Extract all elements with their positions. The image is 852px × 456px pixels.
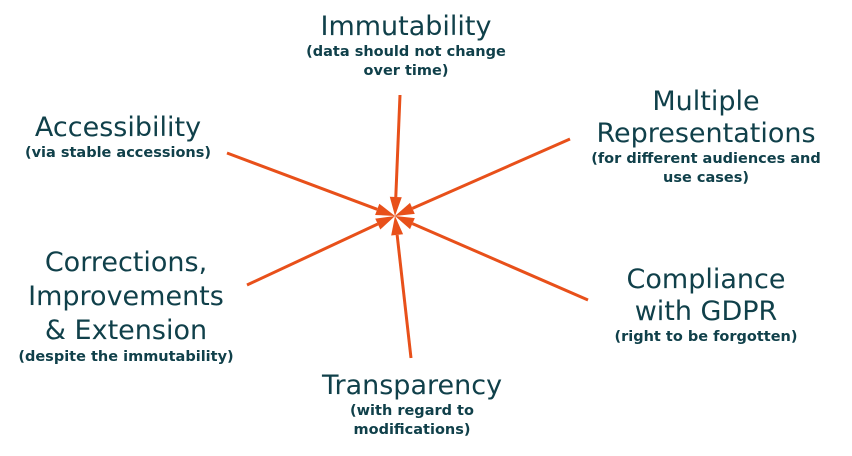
multiple-representations-subtitle: (for different audiences and use cases) bbox=[591, 151, 821, 186]
compliance-subtitle: (right to be forgotten) bbox=[614, 329, 798, 345]
node-corrections: Corrections, Improvements & Extension (d… bbox=[0, 246, 252, 367]
accessibility-title: Accessibility bbox=[34, 112, 202, 143]
compliance-title: Compliance with GDPR bbox=[626, 264, 786, 327]
node-immutability: Immutability (data should not change ove… bbox=[256, 11, 556, 81]
arrow-from-immutability-head bbox=[389, 196, 402, 216]
arrow-from-corrections bbox=[246, 222, 379, 287]
immutability-subtitle: (data should not change over time) bbox=[306, 44, 506, 79]
transparency-title: Transparency bbox=[321, 370, 503, 401]
arrow-from-transparency bbox=[395, 234, 413, 359]
node-multiple-representations: Multiple Representations (for different … bbox=[560, 86, 852, 188]
arrow-from-accessibility-head bbox=[375, 203, 395, 216]
transparency-subtitle: (with regard to modifications) bbox=[350, 403, 474, 438]
node-transparency: Transparency (with regard to modificatio… bbox=[262, 370, 562, 440]
node-accessibility: Accessibility (via stable accessions) bbox=[0, 112, 236, 163]
arrow-from-corrections-head bbox=[375, 216, 395, 230]
corrections-subtitle: (despite the immutability) bbox=[18, 349, 234, 365]
arrow-from-compliance-head bbox=[395, 216, 415, 230]
arrow-from-compliance bbox=[411, 222, 589, 302]
corrections-title: Corrections, Improvements & Extension bbox=[28, 247, 224, 346]
accessibility-subtitle: (via stable accessions) bbox=[24, 145, 212, 161]
node-compliance: Compliance with GDPR (right to be forgot… bbox=[586, 264, 826, 347]
arrow-from-transparency-head bbox=[391, 216, 404, 236]
multiple-representations-title: Multiple Representations bbox=[596, 86, 816, 149]
arrow-group bbox=[226, 94, 589, 359]
arrow-from-accessibility bbox=[226, 151, 378, 211]
arrow-from-multiple-representations-head bbox=[395, 202, 415, 216]
immutability-title: Immutability bbox=[320, 11, 492, 42]
arrow-from-immutability bbox=[394, 94, 402, 198]
arrow-from-multiple-representations bbox=[411, 137, 571, 210]
